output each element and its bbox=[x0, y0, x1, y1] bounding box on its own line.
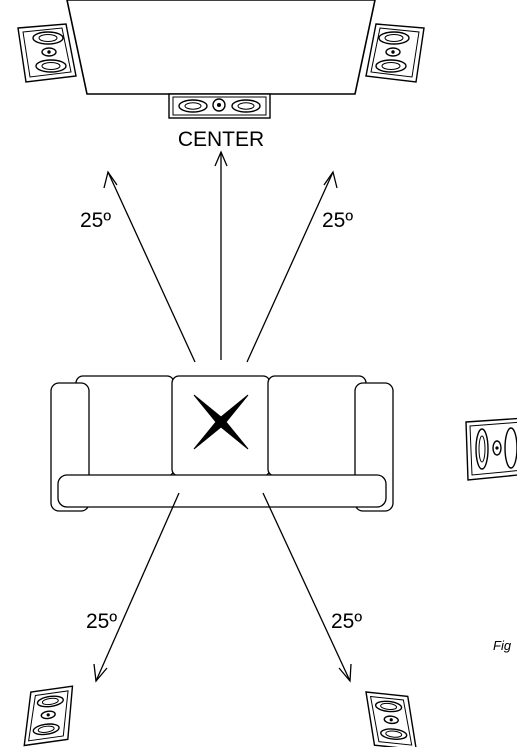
four-point-star-icon bbox=[193, 394, 249, 450]
rear-arrows bbox=[93, 492, 352, 683]
front-right-speaker-icon bbox=[365, 23, 425, 83]
sofa-back-left bbox=[75, 375, 175, 477]
tv-screen bbox=[66, 0, 376, 95]
front-right-arrow bbox=[246, 171, 334, 363]
rear-left-arrow bbox=[95, 492, 180, 682]
front-left-angle-label: 25º bbox=[80, 209, 111, 232]
front-left-speaker-icon bbox=[17, 23, 77, 83]
front-right-angle-label: 25º bbox=[322, 209, 353, 232]
rear-right-angle-label: 25º bbox=[331, 610, 362, 633]
front-arrows bbox=[103, 150, 338, 363]
front-left-arrow bbox=[107, 171, 196, 363]
side-speaker-icon bbox=[465, 417, 517, 481]
screen-frame bbox=[66, 0, 376, 95]
center-speaker-icon bbox=[168, 93, 271, 119]
sofa-seat bbox=[57, 474, 387, 508]
rear-left-speaker-icon bbox=[23, 685, 74, 747]
sofa bbox=[50, 375, 394, 512]
figure-caption: Fig bbox=[493, 638, 512, 653]
sofa-back-right bbox=[267, 375, 367, 477]
rear-left-angle-label: 25º bbox=[86, 610, 117, 633]
rear-right-arrow bbox=[262, 492, 351, 682]
center-label: CENTER bbox=[178, 128, 264, 151]
rear-right-speaker-icon bbox=[365, 691, 418, 747]
